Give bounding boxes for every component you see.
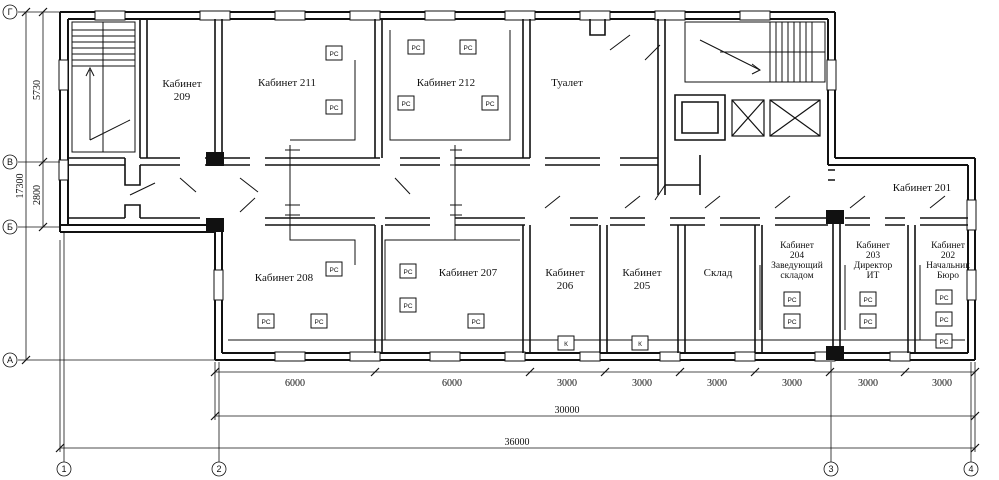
room-211-label: Кабинет 211 (258, 77, 316, 89)
axis-row-a: А (7, 355, 13, 365)
dim-bay-3: 3000 (557, 378, 577, 389)
doors (129, 34, 946, 213)
dim-bay-6: 3000 (782, 378, 802, 389)
pc-label: PC (863, 319, 872, 326)
lift-shafts (731, 99, 821, 137)
dim-bay-4: 3000 (632, 378, 652, 389)
pc-label: PC (485, 101, 494, 108)
room-212-label: Кабинет 212 (417, 77, 475, 89)
axis-col-3: 3 (828, 464, 833, 474)
exterior-walls (59, 11, 976, 361)
pc-label: PC (329, 267, 338, 274)
pc-label: PC (939, 295, 948, 302)
dim-left-mid: 2800 (32, 185, 43, 205)
pc-label: PC (329, 105, 338, 112)
axis-col-4: 4 (968, 464, 973, 474)
pc-label: PC (261, 319, 270, 326)
axis-col-2: 2 (216, 464, 221, 474)
pc-label: PC (403, 269, 412, 276)
axis-col-1: 1 (61, 464, 66, 474)
dim-bay-1: 6000 (285, 378, 305, 389)
pc-label: PC (939, 339, 948, 346)
dimension-labels: 6000 6000 3000 3000 3000 3000 3000 3000 … (15, 80, 952, 448)
dim-bay-5: 3000 (707, 378, 727, 389)
network-cabling (228, 30, 965, 341)
pc-label: PC (401, 101, 410, 108)
dim-left-total: 17300 (15, 174, 26, 199)
pc-label: PC (787, 297, 796, 304)
dim-bay-2: 6000 (442, 378, 462, 389)
pc-label: PC (411, 45, 420, 52)
columns (206, 152, 844, 360)
pc-label: PC (329, 51, 338, 58)
pc-labels: PC PC PC PC PC PC PC PC PC PC PC PC PC P… (261, 45, 948, 348)
pc-label: PC (863, 297, 872, 304)
toilet-label: Туалет (551, 77, 583, 89)
pc-label: PC (463, 45, 472, 52)
axis-lines (18, 11, 972, 462)
side-windows (58, 59, 977, 301)
dim-left-top: 5730 (32, 80, 43, 100)
room-207-label: Кабинет 207 (439, 267, 498, 279)
room-201-label: Кабинет 201 (893, 182, 951, 194)
room-208-label: Кабинет 208 (255, 272, 314, 284)
k-label: К (638, 341, 642, 348)
left-staircase (71, 21, 136, 153)
k-label: К (564, 341, 568, 348)
pc-label: PC (939, 317, 948, 324)
pc-label: PC (314, 319, 323, 326)
pc-label: PC (403, 303, 412, 310)
pc-label: PC (787, 319, 796, 326)
dim-bay-8: 3000 (932, 378, 952, 389)
right-staircase (684, 21, 826, 83)
pc-units (257, 39, 953, 351)
axis-row-b: Б (7, 222, 13, 232)
bottom-windows (274, 351, 911, 362)
axis-row-v: В (7, 157, 13, 167)
pc-label: PC (471, 319, 480, 326)
axis-labels: Г В Б А 1 2 3 4 (7, 7, 974, 474)
top-windows (94, 10, 771, 21)
dim-bay-7: 3000 (858, 378, 878, 389)
axis-bubbles (2, 4, 979, 477)
storage-label: Склад (704, 267, 733, 279)
interior-walls (68, 19, 968, 353)
dim-total: 36000 (505, 437, 530, 448)
dimension-lines (59, 240, 976, 452)
dimension-ticks (21, 7, 980, 453)
dim-sub-total: 30000 (555, 405, 580, 416)
axis-row-g: Г (8, 7, 13, 17)
